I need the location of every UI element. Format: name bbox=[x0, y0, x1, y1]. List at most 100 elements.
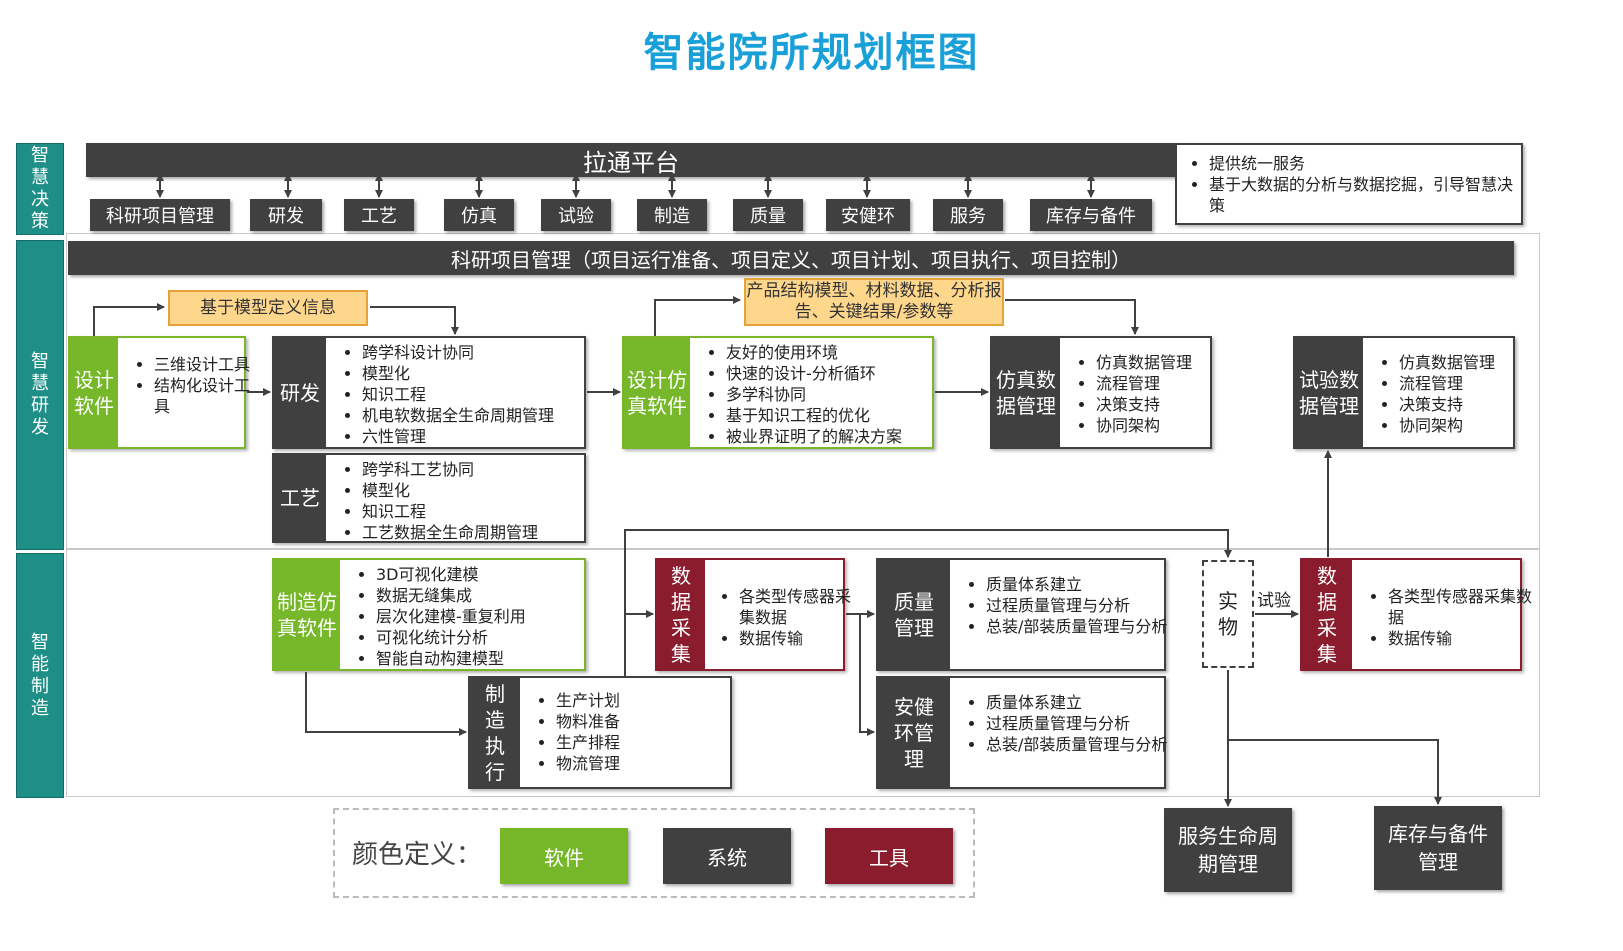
list-item: 基于知识工程的优化 bbox=[726, 405, 950, 426]
design-software-box: 设计软件 三维设计工具 结构化设计工具 bbox=[68, 336, 250, 449]
list-item: 可视化统计分析 bbox=[376, 627, 602, 648]
list-item: 过程质量管理与分析 bbox=[986, 713, 1182, 734]
list-item: 各类型传感器采集数据 bbox=[1388, 586, 1538, 628]
list-item: 模型化 bbox=[362, 480, 602, 501]
craft-label: 工艺 bbox=[274, 455, 326, 541]
arrow-physical-to-inventory bbox=[1228, 739, 1442, 805]
platform-note: 基于大数据的分析与数据挖掘，引导智慧决策 bbox=[1209, 174, 1524, 216]
legend-software: 软件 bbox=[500, 828, 628, 884]
side-label-manufacturing-text: 智能制造 bbox=[31, 631, 49, 719]
inventory-label: 库存与备件管理 bbox=[1388, 822, 1488, 874]
list-item: 生产计划 bbox=[556, 690, 746, 711]
arrow-sim-to-callout bbox=[654, 296, 741, 336]
ehs-box: 安健环管理 质量体系建立 过程质量管理与分析 总装/部装质量管理与分析 bbox=[876, 676, 1167, 789]
side-label-research: 智慧研发 bbox=[16, 240, 64, 550]
data-collect-box-1: 数据采集 各类型传感器采集数据 数据传输 bbox=[655, 558, 851, 671]
service-lifecycle-label: 服务生命周期管理 bbox=[1178, 824, 1278, 876]
list-item: 结构化设计工具 bbox=[154, 375, 258, 417]
list-item: 仿真数据管理 bbox=[1096, 352, 1228, 373]
list-item: 六性管理 bbox=[362, 426, 602, 447]
data-collect-label-1: 数据采集 bbox=[657, 560, 705, 669]
physical-object-box: 实物 bbox=[1202, 560, 1254, 668]
rnd-box: 研发 跨学科设计协同 模型化 知识工程 机电软数据全生命周期管理 六性管理 bbox=[272, 336, 586, 449]
mfg-sim-box: 制造仿真软件 3D可视化建模 数据无缝集成 层次化建模-重复利用 可视化统计分析… bbox=[272, 558, 586, 671]
arrow-design-to-callout bbox=[93, 303, 165, 336]
platform-note: 提供统一服务 bbox=[1209, 153, 1524, 174]
side-label-manufacturing: 智能制造 bbox=[16, 553, 64, 798]
platform-tab-rnd: 研发 bbox=[250, 199, 322, 231]
list-item: 3D可视化建模 bbox=[376, 564, 602, 585]
test-arrow-label: 试验 bbox=[1257, 591, 1291, 611]
list-item: 流程管理 bbox=[1399, 373, 1531, 394]
callout-model-info: 基于模型定义信息 bbox=[168, 290, 368, 326]
list-item: 智能自动构建模型 bbox=[376, 648, 602, 669]
legend bbox=[333, 808, 975, 898]
ehs-label-text: 安健环管理 bbox=[894, 694, 934, 771]
list-item: 数据传输 bbox=[739, 628, 861, 649]
list-item: 被业界证明了的解决方案 bbox=[726, 426, 950, 447]
platform-notes: 提供统一服务 基于大数据的分析与数据挖掘，引导智慧决策 bbox=[1175, 143, 1523, 225]
test-data-label: 试验数据管理 bbox=[1295, 338, 1363, 447]
list-item: 三维设计工具 bbox=[154, 354, 258, 375]
list-item: 知识工程 bbox=[362, 384, 602, 405]
ehs-label: 安健环管理 bbox=[878, 678, 950, 787]
list-item: 总装/部装质量管理与分析 bbox=[986, 734, 1182, 755]
list-item: 质量体系建立 bbox=[986, 692, 1182, 713]
sim-data-box: 仿真数据管理 仿真数据管理 流程管理 决策支持 协同架构 bbox=[990, 336, 1212, 449]
list-item: 物料准备 bbox=[556, 711, 746, 732]
list-item: 数据无缝集成 bbox=[376, 585, 602, 606]
physical-object-label: 实物 bbox=[1218, 589, 1238, 639]
legend-system: 系统 bbox=[663, 828, 791, 884]
arrow-callout-to-rnd bbox=[370, 306, 459, 335]
list-item: 决策支持 bbox=[1399, 394, 1531, 415]
platform-tab-test: 试验 bbox=[541, 199, 611, 231]
list-item: 过程质量管理与分析 bbox=[986, 595, 1182, 616]
list-item: 跨学科工艺协同 bbox=[362, 459, 602, 480]
callout-product-model: 产品结构模型、材料数据、分析报告、关键结果/参数等 bbox=[744, 278, 1004, 326]
arrow-exec-to-datacollect bbox=[624, 610, 654, 676]
list-item: 物流管理 bbox=[556, 753, 746, 774]
list-item: 质量体系建立 bbox=[986, 574, 1182, 595]
sim-data-label: 仿真数据管理 bbox=[992, 338, 1060, 447]
list-item: 工艺数据全生命周期管理 bbox=[362, 522, 602, 543]
mfg-exec-label: 制造执行 bbox=[470, 678, 520, 787]
side-label-decision-text: 智慧决策 bbox=[31, 145, 49, 232]
data-collect-box-2: 数据采集 各类型传感器采集数据 数据传输 bbox=[1300, 558, 1532, 671]
list-item: 知识工程 bbox=[362, 501, 602, 522]
quality-label: 质量管理 bbox=[878, 560, 950, 669]
list-item: 流程管理 bbox=[1096, 373, 1228, 394]
service-lifecycle-box: 服务生命周期管理 bbox=[1164, 808, 1292, 892]
platform-tab-mfg: 制造 bbox=[637, 199, 707, 231]
platform-tab-sim: 仿真 bbox=[444, 199, 514, 231]
arrow-datacollect-to-ehs bbox=[859, 614, 875, 736]
list-item: 机电软数据全生命周期管理 bbox=[362, 405, 602, 426]
legend-tool: 工具 bbox=[825, 828, 953, 884]
project-management-text: 科研项目管理（项目运行准备、项目定义、项目计划、项目执行、项目控制） bbox=[451, 247, 1131, 272]
platform-tab-service: 服务 bbox=[933, 199, 1003, 231]
manufacturing-section-frame bbox=[66, 549, 1540, 797]
list-item: 层次化建模-重复利用 bbox=[376, 606, 602, 627]
sim-software-label: 设计仿真软件 bbox=[624, 338, 690, 447]
list-item: 生产排程 bbox=[556, 732, 746, 753]
legend-title: 颜色定义： bbox=[352, 840, 483, 870]
platform-tab-ehs: 安健环 bbox=[826, 199, 910, 231]
data-collect-label-1-text: 数据采集 bbox=[671, 563, 691, 666]
list-item: 仿真数据管理 bbox=[1399, 352, 1531, 373]
list-item: 决策支持 bbox=[1096, 394, 1228, 415]
list-item: 数据传输 bbox=[1388, 628, 1538, 649]
project-management-bar: 科研项目管理（项目运行准备、项目定义、项目计划、项目执行、项目控制） bbox=[68, 241, 1514, 275]
data-collect-label-2-text: 数据采集 bbox=[1317, 563, 1337, 666]
platform-tab-quality: 质量 bbox=[733, 199, 803, 231]
mfg-exec-label-text: 制造执行 bbox=[485, 681, 505, 784]
page-title: 智能院所规划框图 bbox=[643, 30, 980, 76]
research-section-frame bbox=[66, 233, 1540, 549]
platform-tab-project: 科研项目管理 bbox=[90, 199, 230, 231]
list-item: 多学科协同 bbox=[726, 384, 950, 405]
list-item: 模型化 bbox=[362, 363, 602, 384]
list-item: 跨学科设计协同 bbox=[362, 342, 602, 363]
list-item: 快速的设计-分析循环 bbox=[726, 363, 950, 384]
mfg-sim-label: 制造仿真软件 bbox=[274, 560, 340, 669]
craft-box: 工艺 跨学科工艺协同 模型化 知识工程 工艺数据全生命周期管理 bbox=[272, 453, 586, 543]
platform-tab-craft: 工艺 bbox=[344, 199, 414, 231]
